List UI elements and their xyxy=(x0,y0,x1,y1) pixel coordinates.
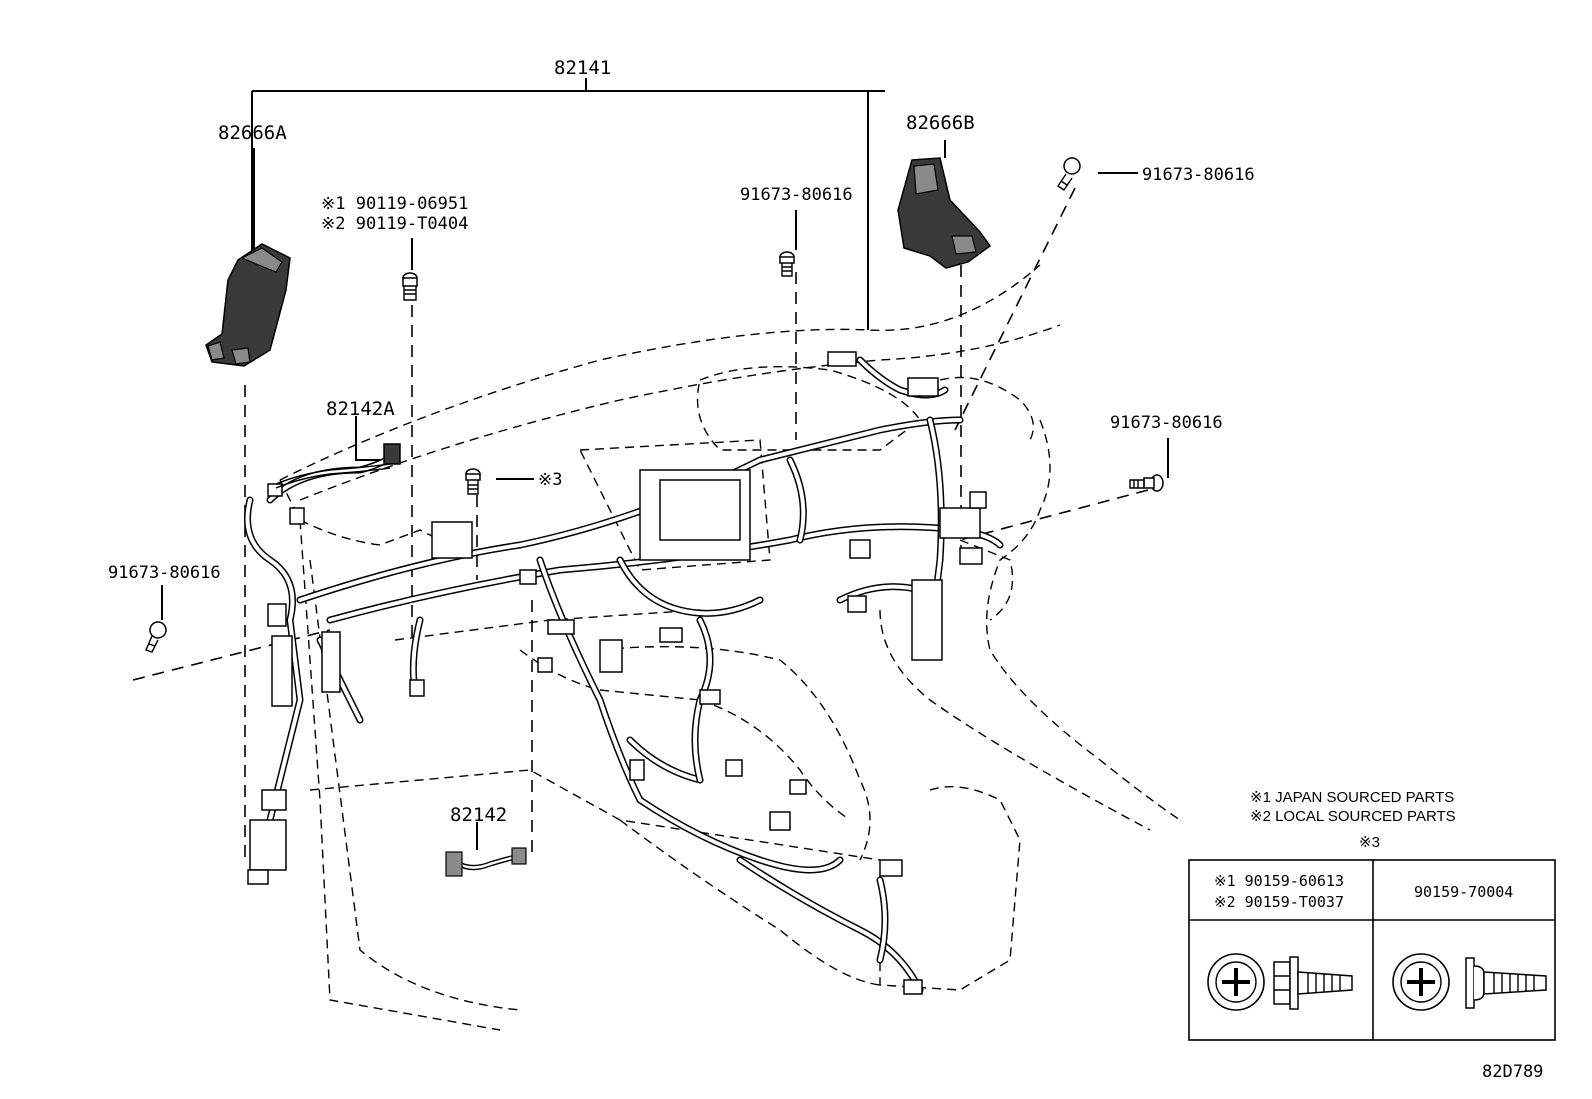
legend-japan-sourced: ※1 JAPAN SOURCED PARTS xyxy=(1250,789,1454,806)
legend-col1-line2: ※2 90159-T0037 xyxy=(1214,893,1344,911)
label-bolt-right: 91673-80616 xyxy=(1110,413,1223,433)
label-nut-note1: ※1 90119-06951 xyxy=(321,194,468,214)
bolt-right-icon xyxy=(1129,474,1164,492)
fasteners xyxy=(145,157,1164,653)
label-bolt-top-right: 91673-80616 xyxy=(1142,165,1255,185)
legend-ref3: ※3 xyxy=(1359,834,1380,851)
label-82142a: 82142A xyxy=(326,398,395,420)
label-82666b: 82666B xyxy=(906,112,975,134)
bolt-ref3-icon xyxy=(465,468,481,495)
legend-table xyxy=(1188,859,1556,1041)
bolt-top-center-icon xyxy=(779,251,795,277)
flange-bolt-icon xyxy=(1207,953,1353,1011)
legend-col2-line1: 90159-70004 xyxy=(1414,883,1513,901)
legend-local-sourced: ※2 LOCAL SOURCED PARTS xyxy=(1250,808,1456,825)
washer-bolt-icon xyxy=(1392,953,1547,1011)
label-bolt-left: 91673-80616 xyxy=(108,563,221,583)
ecu-82666b xyxy=(897,157,992,269)
bolt-left-icon xyxy=(145,621,167,653)
label-nut-note2: ※2 90119-T0404 xyxy=(321,214,468,234)
ecu-82666a xyxy=(205,243,291,367)
legend: ※1 JAPAN SOURCED PARTS ※2 LOCAL SOURCED … xyxy=(1188,789,1556,1041)
wire-82142 xyxy=(445,847,527,877)
leader-lines xyxy=(161,78,1169,850)
label-82141: 82141 xyxy=(554,57,611,79)
label-ref3: ※3 xyxy=(538,470,562,490)
label-bolt-top-center: 91673-80616 xyxy=(740,185,853,205)
figure-code: 82D789 xyxy=(1482,1062,1543,1082)
legend-col1-line1: ※1 90159-60613 xyxy=(1214,872,1344,890)
part-labels: 82141 82666A 82666B ※1 90119-06951 ※2 90… xyxy=(108,57,1255,826)
label-82142: 82142 xyxy=(450,804,507,826)
main-harness-82141 xyxy=(244,351,1004,995)
label-82666a: 82666A xyxy=(218,122,287,144)
nut-90119-icon xyxy=(402,272,418,301)
wire-82142a xyxy=(275,443,401,489)
dashboard-outline xyxy=(279,264,1181,1031)
bolt-top-right-icon xyxy=(1057,157,1081,191)
